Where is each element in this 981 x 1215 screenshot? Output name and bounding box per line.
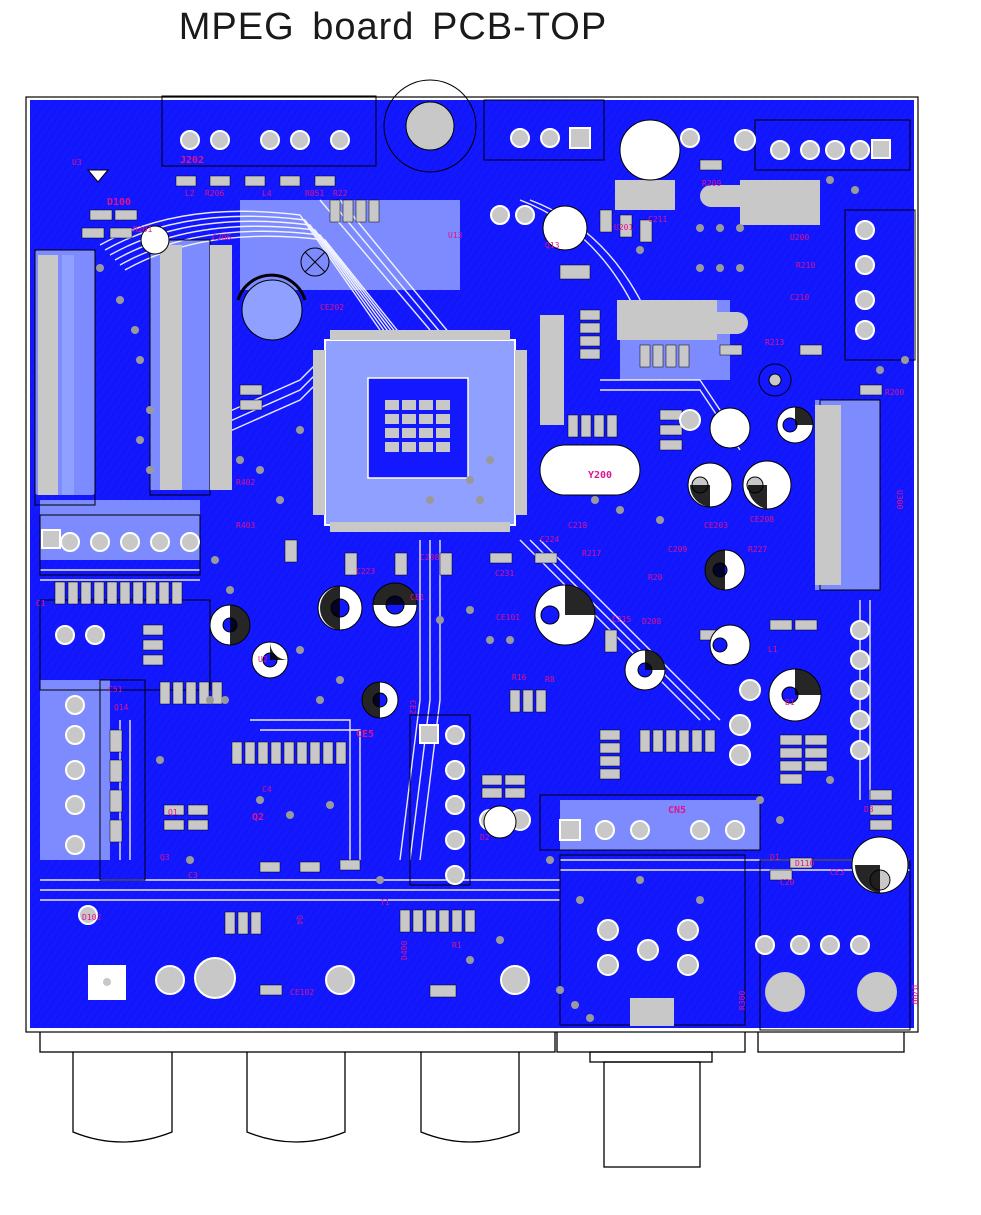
label-Q2: Q2 <box>252 812 264 823</box>
label-D208: D208 <box>642 617 661 626</box>
label-C206: C206 <box>212 233 231 242</box>
label-L2: L2 <box>185 189 195 198</box>
label-Q13: Q13 <box>545 241 560 250</box>
memory-ic-pins <box>38 180 841 585</box>
label-D102: D102 <box>82 913 101 922</box>
bottom-connectors <box>39 1029 905 1168</box>
copper-pour <box>30 100 914 1028</box>
label-C51: C51 <box>108 685 123 694</box>
capacitor-polarity-marks <box>230 407 880 893</box>
label-C4: C4 <box>262 785 272 794</box>
label-C209: C209 <box>668 545 687 554</box>
misc-outlines <box>86 169 641 496</box>
silkscreen-labels: J202 U3 D100 R201 C206 L2 R206 R051 R22 … <box>36 155 919 1010</box>
label-C211: C211 <box>648 215 667 224</box>
label-R8: R8 <box>545 675 555 684</box>
label-CE1: CE1 <box>410 593 425 602</box>
label-CE3: CE3 <box>830 868 845 877</box>
label-T1: T1 <box>380 898 390 907</box>
label-D1: D1 <box>770 853 780 862</box>
vias <box>96 176 909 1022</box>
label-D700: D700 <box>910 985 919 1004</box>
label-R1: R1 <box>452 941 462 950</box>
label-Y200: Y200 <box>588 470 612 481</box>
label-U3: U3 <box>72 158 82 167</box>
label-U200: U200 <box>790 233 809 242</box>
label-R201: R201 <box>133 225 152 234</box>
main-ic-qfp <box>313 330 527 532</box>
label-Q14: Q14 <box>114 703 129 712</box>
label-U300: U300 <box>895 490 904 509</box>
label-R209: R209 <box>702 179 721 188</box>
label-C224: C224 <box>540 535 559 544</box>
label-R300: R300 <box>738 991 747 1010</box>
label-R210: R210 <box>796 261 815 270</box>
smd-pads <box>54 159 893 998</box>
label-R402: R402 <box>236 478 255 487</box>
label-D3: D3 <box>864 805 874 814</box>
label-CE202: CE202 <box>320 303 344 312</box>
label-R200: R200 <box>885 388 904 397</box>
label-Q4: Q4 <box>295 915 304 925</box>
label-CE5: CE5 <box>356 729 374 740</box>
label-Q1: Q1 <box>168 808 178 817</box>
label-C3: C3 <box>188 871 198 880</box>
label-R20: R20 <box>648 573 663 582</box>
label-U2: U2 <box>258 655 268 664</box>
label-C210: C210 <box>790 293 809 302</box>
label-C238: C238 <box>420 553 439 562</box>
mounting-holes <box>88 79 897 1026</box>
label-B1: B1 <box>785 698 795 707</box>
label-Q3: Q3 <box>160 853 170 862</box>
through-hole-pads <box>41 127 891 995</box>
label-CE203: CE203 <box>704 521 728 530</box>
label-CE208: CE208 <box>750 515 774 524</box>
label-R213: R213 <box>765 338 784 347</box>
label-R403: R403 <box>236 521 255 530</box>
label-CE102: CE102 <box>290 988 314 997</box>
label-L4: L4 <box>262 189 272 198</box>
label-C218: C218 <box>568 521 587 530</box>
label-C223: C223 <box>356 567 375 576</box>
label-R217: R217 <box>582 549 601 558</box>
label-J202: J202 <box>180 155 204 166</box>
label-D110: D110 <box>795 859 814 868</box>
label-D2: D2 <box>480 833 490 842</box>
label-CE2: CE2 <box>408 700 417 715</box>
label-L1: L1 <box>768 645 778 654</box>
label-R206: R206 <box>205 189 224 198</box>
label-U13: U13 <box>448 231 463 240</box>
label-CN5: CN5 <box>668 805 686 816</box>
label-R051: R051 <box>305 189 324 198</box>
label-D100: D100 <box>107 197 131 208</box>
label-CE101: CE101 <box>496 613 520 622</box>
label-C215: C215 <box>612 615 631 624</box>
page-title: MPEG board PCB-TOP <box>178 6 608 48</box>
label-C1: C1 <box>36 599 46 608</box>
label-U201: U201 <box>614 223 633 232</box>
label-C20: C20 <box>780 878 795 887</box>
label-D400: D400 <box>400 941 409 960</box>
label-R227: R227 <box>748 545 767 554</box>
label-C231: C231 <box>495 569 514 578</box>
label-R22: R22 <box>333 189 348 198</box>
label-R16: R16 <box>512 673 527 682</box>
